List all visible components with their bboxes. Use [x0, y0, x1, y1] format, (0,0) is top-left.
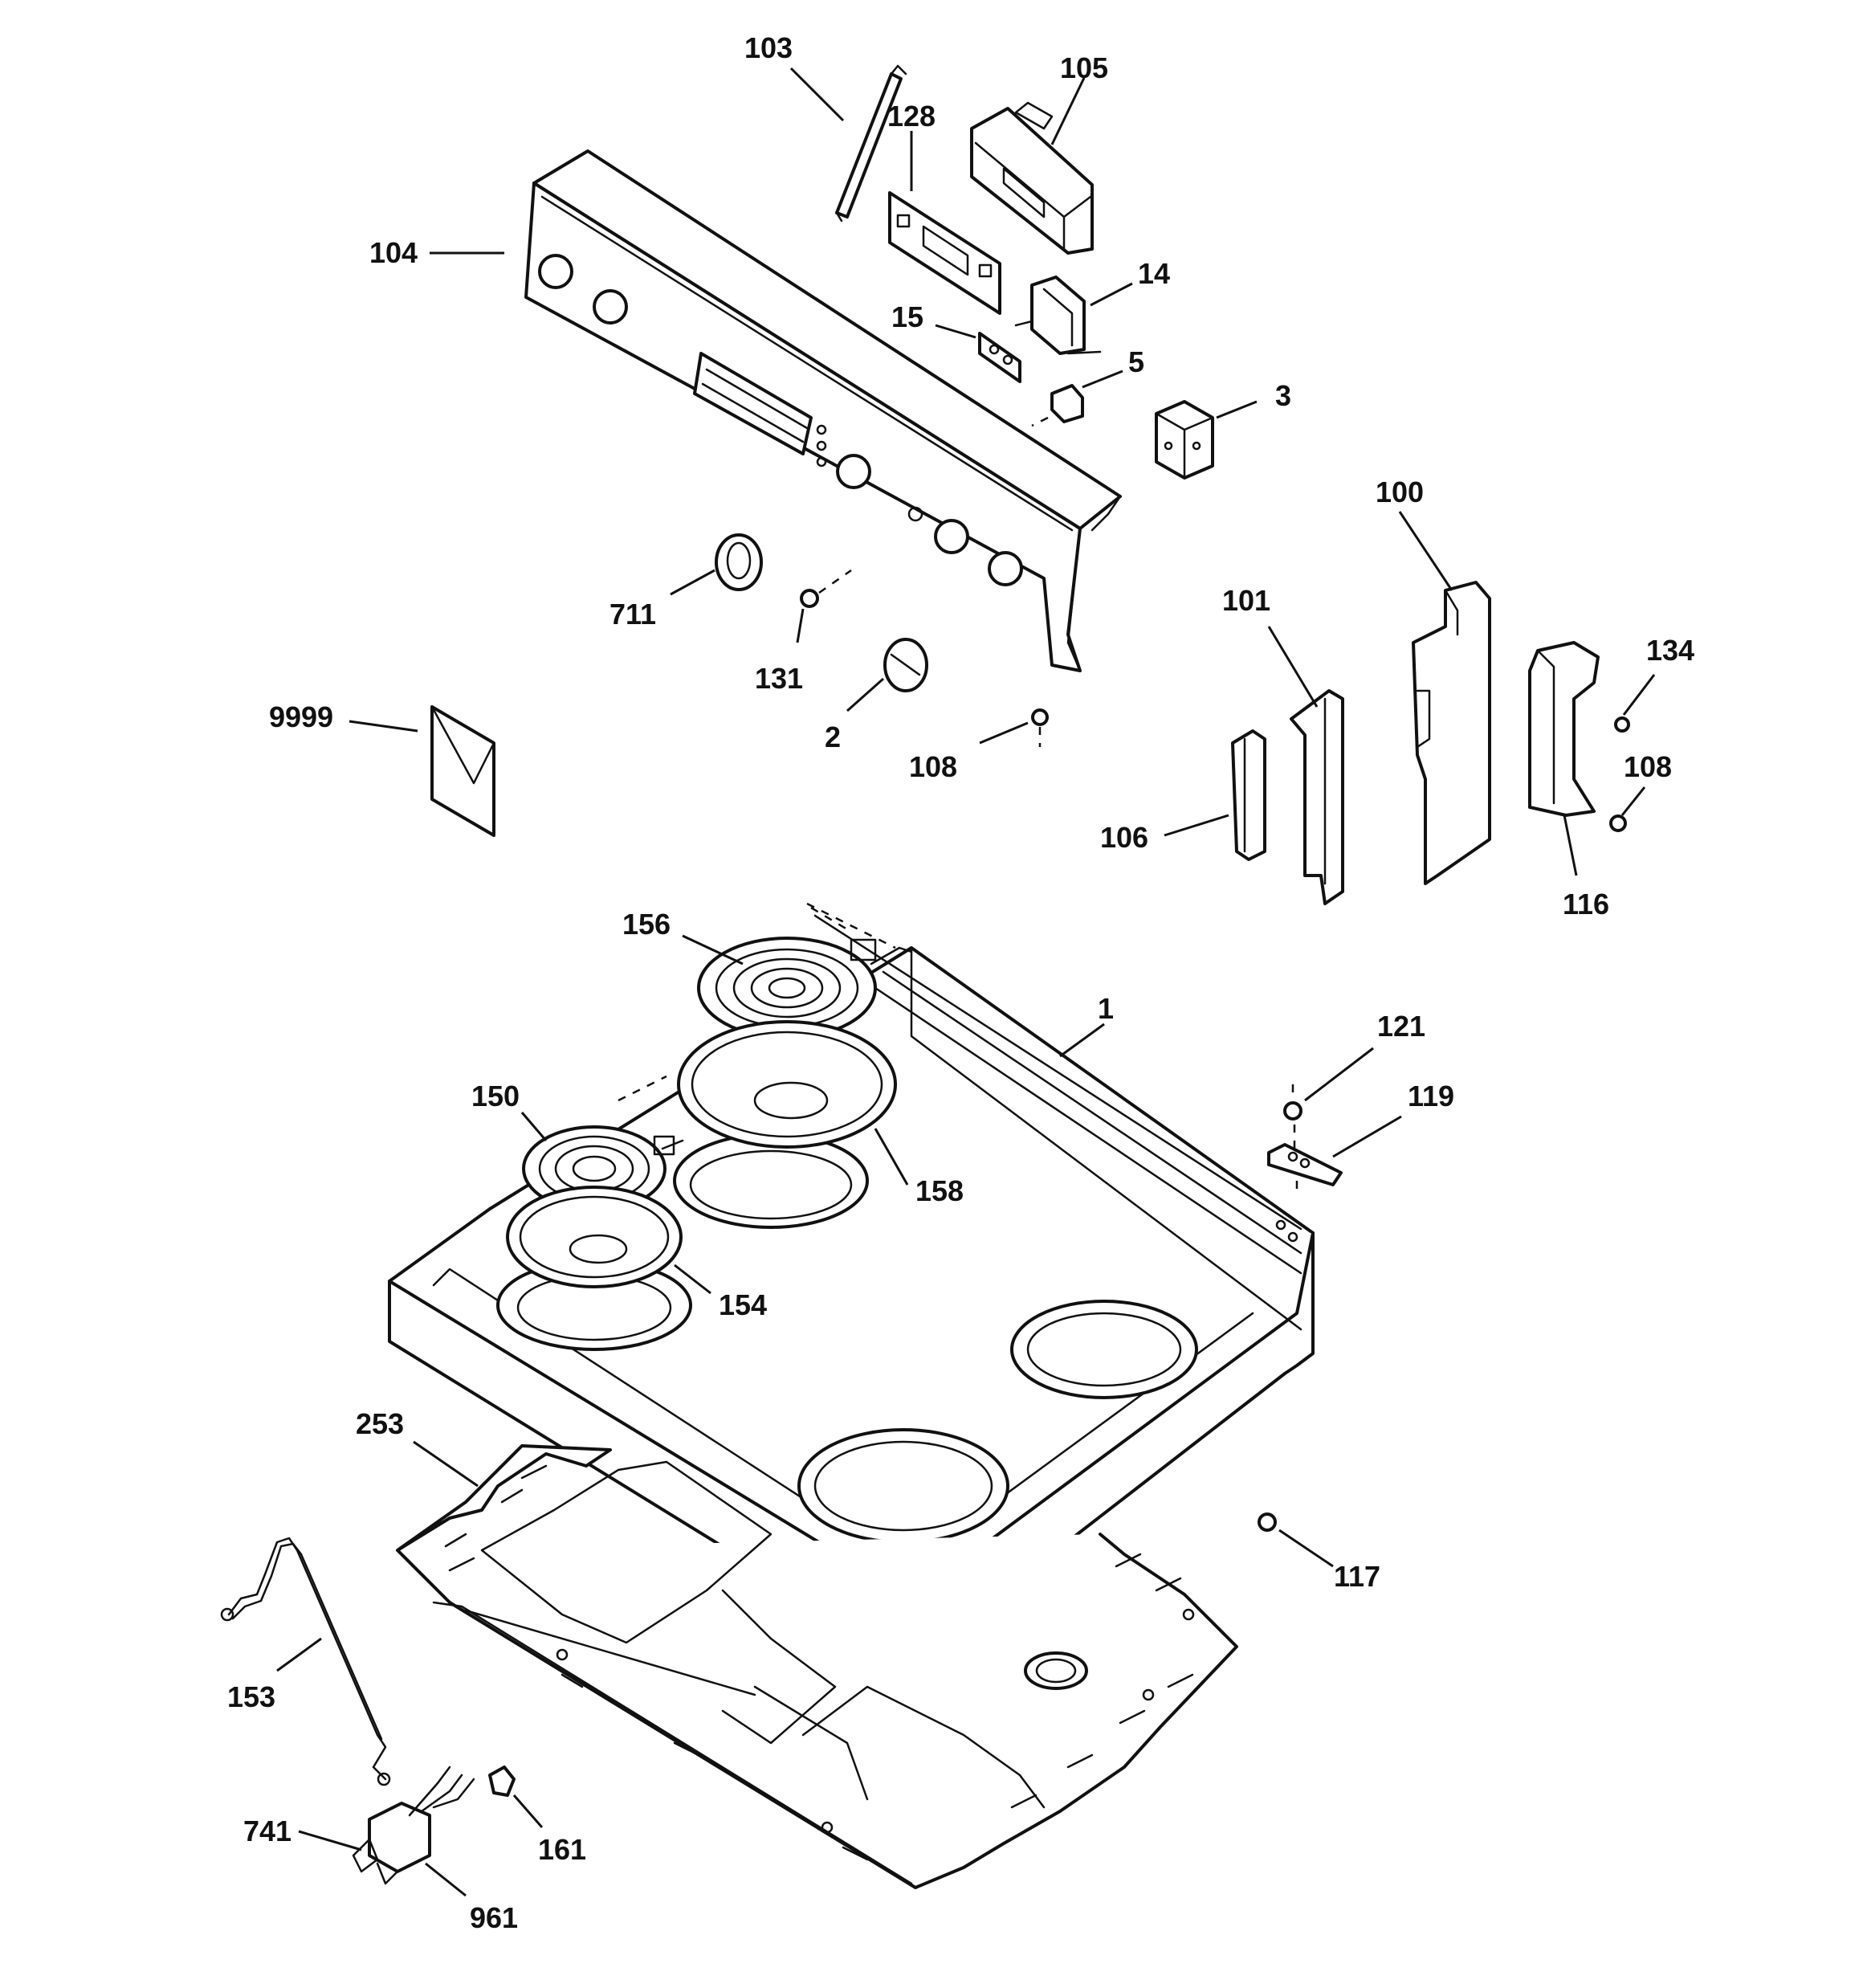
label-131: 131	[755, 662, 803, 695]
screw-108-right	[1609, 814, 1627, 832]
label-116: 116	[1563, 888, 1609, 921]
label-3: 3	[1275, 379, 1291, 412]
label-961: 961	[470, 1901, 518, 1934]
terminal-block-741	[352, 1766, 475, 1885]
overlay-128	[888, 191, 1001, 315]
drip-pan-154	[506, 1186, 683, 1288]
bracket-119	[1267, 1143, 1343, 1197]
screw-108-left	[1031, 708, 1049, 747]
bracket-101	[1290, 689, 1344, 905]
envelope-9999	[430, 705, 495, 837]
label-108-left: 108	[909, 750, 957, 783]
label-119: 119	[1408, 1080, 1454, 1112]
label-104: 104	[369, 236, 418, 269]
bracket-106	[1231, 729, 1266, 861]
indicator-131	[800, 569, 852, 608]
plate-15	[978, 332, 1021, 383]
leader-lines	[276, 67, 1656, 1897]
label-106: 106	[1100, 821, 1148, 854]
screw-121	[1283, 1084, 1302, 1149]
label-158: 158	[915, 1174, 964, 1207]
label-128: 128	[887, 100, 936, 133]
end-cap-116	[1528, 641, 1600, 817]
cooktop-1	[388, 906, 1315, 1664]
label-711: 711	[609, 598, 656, 631]
label-150: 150	[471, 1080, 520, 1112]
electronic-control-105	[970, 101, 1094, 255]
switch-14	[1014, 276, 1102, 355]
label-156: 156	[622, 908, 671, 941]
label-108-right: 108	[1624, 750, 1672, 783]
knob-2	[883, 638, 928, 692]
relay-3	[1155, 400, 1214, 480]
label-5: 5	[1128, 345, 1144, 378]
label-103: 103	[744, 31, 793, 64]
nut-117	[1258, 1512, 1277, 1532]
label-253: 253	[356, 1407, 404, 1440]
label-161: 161	[538, 1833, 586, 1866]
label-2: 2	[825, 720, 841, 753]
drip-pan-158	[618, 1020, 897, 1149]
label-741: 741	[243, 1815, 291, 1847]
label-117: 117	[1334, 1560, 1380, 1593]
label-154: 154	[719, 1288, 767, 1321]
label-134: 134	[1646, 634, 1694, 667]
label-121: 121	[1377, 1010, 1425, 1043]
bracket-103	[835, 64, 907, 222]
screw-134	[1614, 716, 1630, 733]
clip-161	[488, 1766, 516, 1797]
label-14: 14	[1138, 257, 1170, 290]
label-153: 153	[227, 1680, 275, 1713]
burner-box-253	[396, 1444, 1238, 1889]
wire-harness-153	[220, 1537, 391, 1786]
label-9999: 9999	[269, 700, 333, 733]
part-labels: 103 105 128 104 14 15 5 3 100 101 134 71…	[227, 31, 1694, 1934]
side-trim-100	[1412, 581, 1491, 885]
switch-5	[1031, 384, 1084, 427]
knob-711	[715, 533, 763, 591]
label-105: 105	[1060, 51, 1108, 84]
backsplash-panel	[524, 149, 1122, 672]
label-100: 100	[1376, 476, 1424, 508]
label-1: 1	[1098, 992, 1114, 1025]
label-15: 15	[891, 300, 923, 333]
label-101: 101	[1222, 584, 1270, 617]
